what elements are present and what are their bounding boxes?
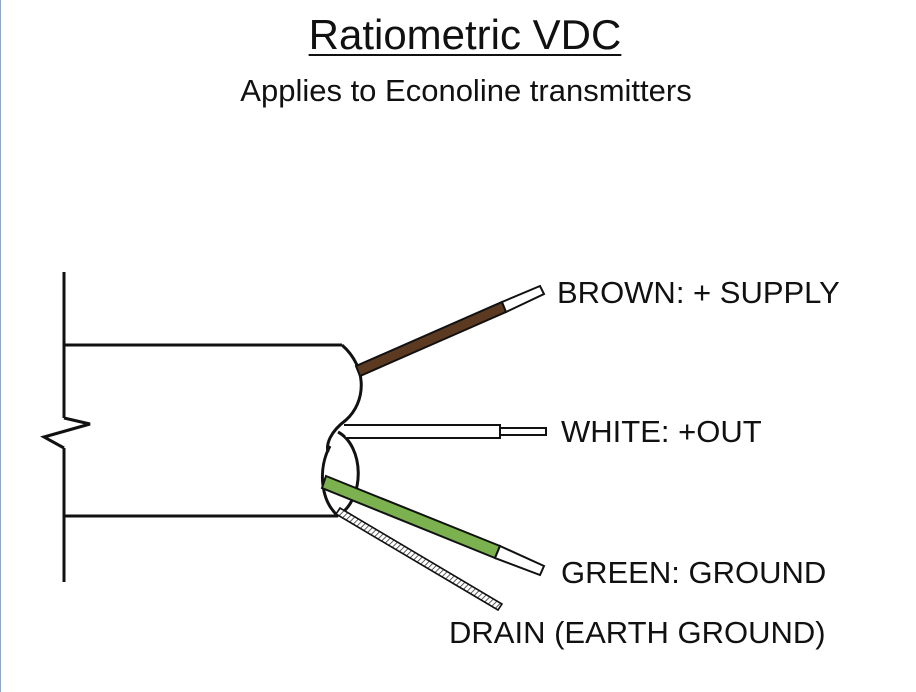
cable-jacket [64, 343, 363, 518]
brown-wire-label: BROWN: + SUPPLY [557, 275, 840, 310]
brown-wire [354, 284, 546, 378]
white-wire-label: WHITE: +OUT [561, 414, 762, 449]
drain-wire-label: DRAIN (EARTH GROUND) [449, 615, 826, 650]
green-wire-label: GREEN: GROUND [561, 555, 826, 590]
drain-wire [334, 506, 504, 612]
page-title: Ratiometric VDC [308, 11, 622, 58]
page-subtitle: Applies to Econoline transmitters [240, 73, 692, 108]
white-wire [344, 424, 547, 439]
green-wire [320, 474, 546, 577]
cable-break-symbol [40, 272, 91, 582]
page-left-border [0, 0, 1, 692]
